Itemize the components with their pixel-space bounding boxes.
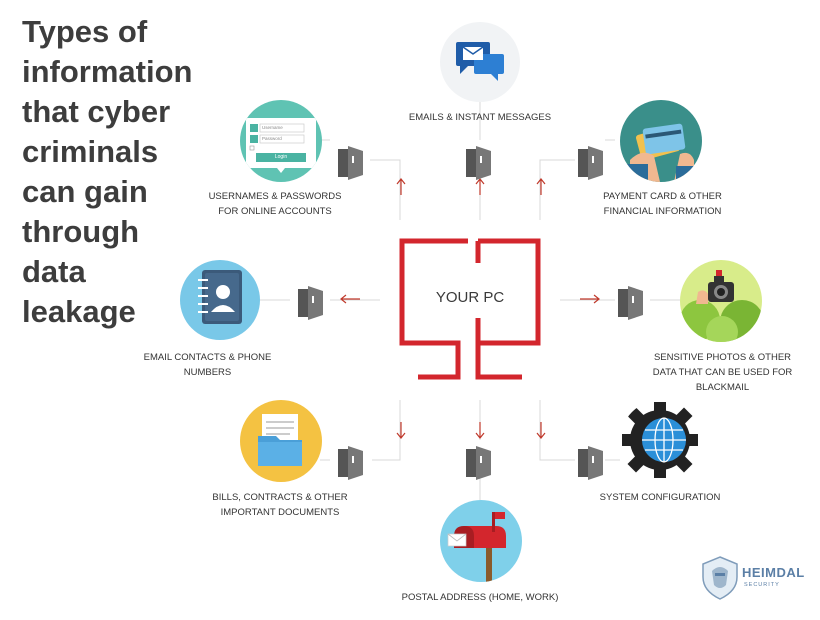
pc-outline-left [399,238,468,380]
camera-photo-icon [680,260,762,342]
your-pc-label: YOUR PC [435,289,505,306]
arrow-right [580,294,600,304]
heimdal-logo-name: HEIMDAL [742,565,805,580]
door-icon [338,446,363,480]
postal-label: POSTAL ADDRESS (HOME, WORK) [401,592,559,603]
arrow-up-right [536,178,546,195]
door-icon [298,286,323,320]
door-icons [298,146,643,480]
bills-label: BILLS, CONTRACTS & OTHER IMPORTANT DOCUM… [212,492,348,518]
emails-label: EMAILS & INSTANT MESSAGES [408,112,552,123]
door-icon [466,146,491,180]
arrow-up-center [475,178,485,195]
payment-card-icon [620,100,702,182]
usernames-label: USERNAMES & PASSWORDS FOR ONLINE ACCOUNT… [208,191,342,217]
contacts-label: EMAIL CONTACTS & PHONE NUMBERS [143,352,272,378]
gear-globe-icon [620,400,702,482]
door-icon [338,146,363,180]
flow-arrows [340,178,600,439]
pc-outline [399,238,541,380]
login-button: Login [274,154,288,160]
pc-outline-stand [475,318,522,380]
pc-outline-right [478,238,541,346]
connector-payment-pc [539,159,575,220]
emails-icon [440,22,520,102]
arrow-up-left [396,178,406,195]
arrow-down-left [396,422,406,439]
arrow-down-right [536,422,546,439]
arrow-left [340,294,360,304]
infographic-title: Types of information that cyber criminal… [22,14,193,329]
heimdal-logo-sub: SECURITY [744,582,780,588]
arrow-down-center [475,422,485,439]
connector-usernames-pc [370,159,401,220]
door-icon [618,286,643,320]
door-icon [578,146,603,180]
photos-label: SENSITIVE PHOTOS & OTHER DATA THAT CAN B… [652,352,793,393]
connector-bills-pc [372,400,401,461]
door-icon [578,446,603,480]
login-username-field: Username [262,125,283,130]
documents-folder-icon [240,400,322,482]
contacts-book-icon [180,260,260,340]
payment-label: PAYMENT CARD & OTHER FINANCIAL INFORMATI… [603,191,722,217]
login-card-icon: Username Password Login [240,100,322,182]
mailbox-icon [440,500,522,582]
login-password-field: Password [262,136,282,141]
door-icon [466,446,491,480]
connector-system-pc [539,400,575,461]
heimdal-logo-icon [702,556,738,600]
system-label: SYSTEM CONFIGURATION [599,492,721,503]
